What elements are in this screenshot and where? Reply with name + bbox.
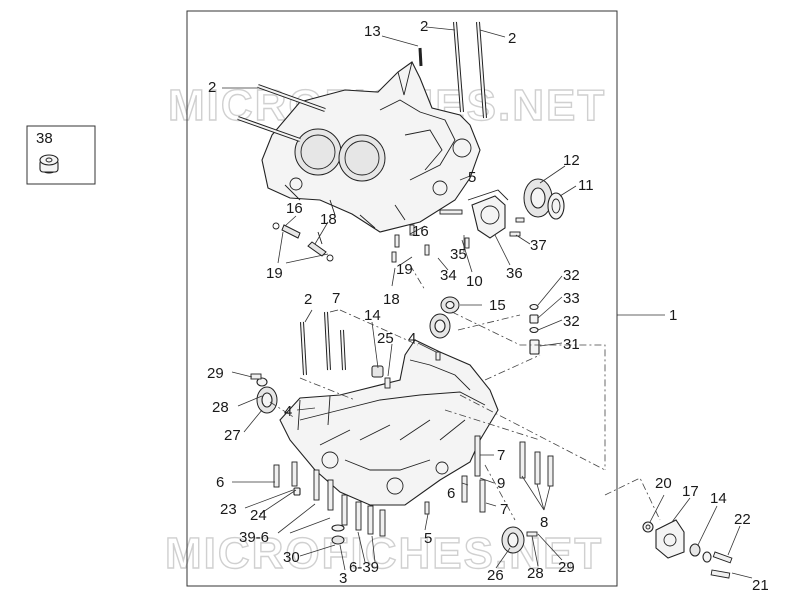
oil-jets-left <box>272 222 334 262</box>
callout-19: 19 <box>396 261 413 278</box>
callout-29: 29 <box>207 365 224 382</box>
leader-lines <box>222 26 753 579</box>
callout-2: 2 <box>304 291 312 308</box>
callout-8: 8 <box>540 514 548 531</box>
callout-14: 14 <box>364 307 381 324</box>
callout-17: 17 <box>682 483 699 500</box>
callout-37: 37 <box>530 237 547 254</box>
alignment-lines <box>269 264 661 521</box>
callout-6: 6 <box>216 474 224 491</box>
callout-13: 13 <box>364 23 381 40</box>
stud-lower-group <box>300 311 346 376</box>
callout-36: 36 <box>506 265 523 282</box>
callout-2: 2 <box>420 18 428 35</box>
dowel-stack-31-33 <box>529 303 540 355</box>
callout-27: 27 <box>224 427 241 444</box>
bearing-27 <box>250 373 278 414</box>
seal-26 <box>501 526 538 554</box>
callout-2: 2 <box>208 79 216 96</box>
callout-25: 25 <box>377 330 394 347</box>
upper-crankcase <box>261 61 481 233</box>
callout-15: 15 <box>489 297 506 314</box>
callout-5: 5 <box>468 169 476 186</box>
bearing-12 <box>523 178 553 218</box>
callout-4: 4 <box>284 403 292 420</box>
callout-3: 3 <box>339 570 347 587</box>
callout-18: 18 <box>320 211 337 228</box>
callout-18: 18 <box>383 291 400 308</box>
callout-9: 9 <box>497 475 505 492</box>
lower-crankcase <box>279 339 499 506</box>
inset-part-38 <box>26 125 96 185</box>
callout-32: 32 <box>563 267 580 284</box>
callout-26: 26 <box>487 567 504 584</box>
callout-28: 28 <box>212 399 229 416</box>
callout-20: 20 <box>655 475 672 492</box>
stud-2-group <box>237 21 487 142</box>
callout-28: 28 <box>527 565 544 582</box>
callout-11: 11 <box>578 177 594 194</box>
callout-31: 31 <box>563 336 580 353</box>
cover-36 <box>467 189 509 239</box>
callout-16: 16 <box>412 223 429 240</box>
plugs-25-14 <box>371 351 441 389</box>
seal-11 <box>547 192 565 220</box>
callout-29: 29 <box>558 559 575 576</box>
callout-4: 4 <box>408 330 416 347</box>
bearing-15 <box>429 296 460 339</box>
callout-34: 34 <box>440 267 457 284</box>
callout-6-39: 6-39 <box>349 559 379 576</box>
callout-7: 7 <box>332 290 340 307</box>
callout-1: 1 <box>669 307 677 324</box>
callout-35: 35 <box>450 246 467 263</box>
callout-21: 21 <box>752 577 769 594</box>
callout-7: 7 <box>500 501 508 518</box>
small-bolts-upper <box>391 209 525 263</box>
callout-5: 5 <box>424 530 432 547</box>
callout-32: 32 <box>563 313 580 330</box>
callout-7: 7 <box>497 447 505 464</box>
callout-2: 2 <box>508 30 516 47</box>
callout-23: 23 <box>220 501 237 518</box>
callout-30: 30 <box>283 549 300 566</box>
callout-12: 12 <box>563 152 580 169</box>
bolts-lower-left <box>273 461 386 545</box>
callout-6: 6 <box>447 485 455 502</box>
assembly-frame <box>186 10 618 587</box>
callout-19: 19 <box>266 265 283 282</box>
callout-38: 38 <box>36 130 53 147</box>
callout-14: 14 <box>710 490 727 507</box>
callout-39-6: 39-6 <box>239 529 269 546</box>
external-fitting-17 <box>642 519 733 579</box>
callout-22: 22 <box>734 511 751 528</box>
watermark-bottom: MICROFICHES.NET <box>165 529 603 578</box>
callout-24: 24 <box>250 507 267 524</box>
callout-10: 10 <box>466 273 483 290</box>
callout-labels: 1 2 2 2 2 3 4 4 5 5 6 6 6-39 39-6 7 7 7 … <box>36 18 769 594</box>
callout-16: 16 <box>286 200 303 217</box>
bolts-lower-right <box>424 435 554 515</box>
callout-33: 33 <box>563 290 580 307</box>
